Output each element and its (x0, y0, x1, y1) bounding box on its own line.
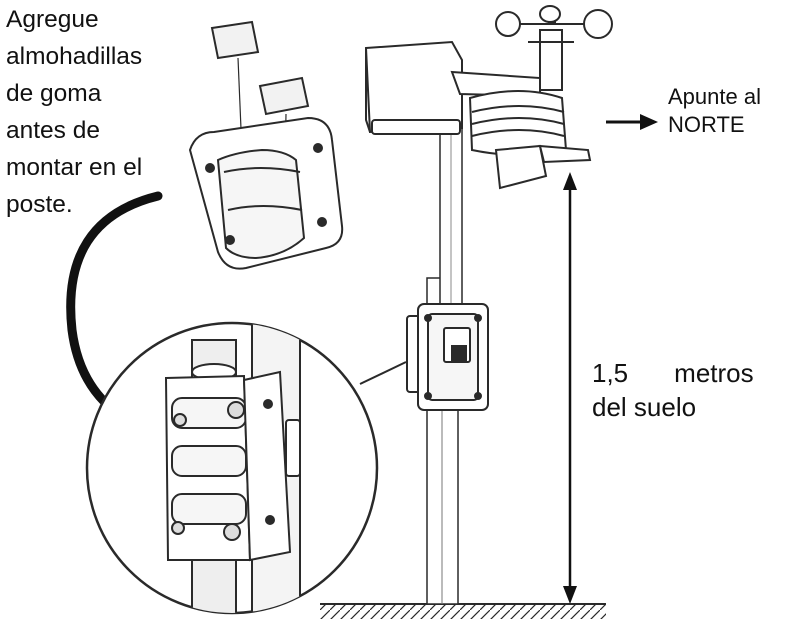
pole-bracket (406, 303, 489, 411)
height-dimension-arrow (563, 172, 577, 604)
north-label-line: NORTE (668, 112, 745, 137)
weather-sensor-head (364, 5, 613, 190)
instruction-line: poste. (6, 191, 73, 218)
instruction-text: Agregue almohadillas de goma antes de mo… (6, 6, 143, 230)
instruction-line: de goma (6, 80, 102, 107)
arrow-right-icon (606, 114, 658, 130)
ground (320, 603, 606, 619)
instruction-line: Agregue (6, 6, 99, 33)
instruction-line: almohadillas (6, 43, 143, 70)
mounting-height-label: 1,5 metros del suelo (592, 360, 754, 428)
height-reference: del suelo (592, 392, 697, 422)
north-label-line: Apunte al (668, 84, 761, 109)
instruction-line: antes de (6, 117, 100, 144)
magnified-detail (85, 321, 407, 615)
height-value: 1,5 (592, 358, 629, 388)
height-unit: metros (674, 358, 754, 388)
instruction-line: montar en el (6, 154, 143, 181)
rubber-pads (210, 20, 310, 221)
clamp-half (188, 116, 344, 270)
north-direction-label: Apunte al NORTE (668, 86, 761, 142)
